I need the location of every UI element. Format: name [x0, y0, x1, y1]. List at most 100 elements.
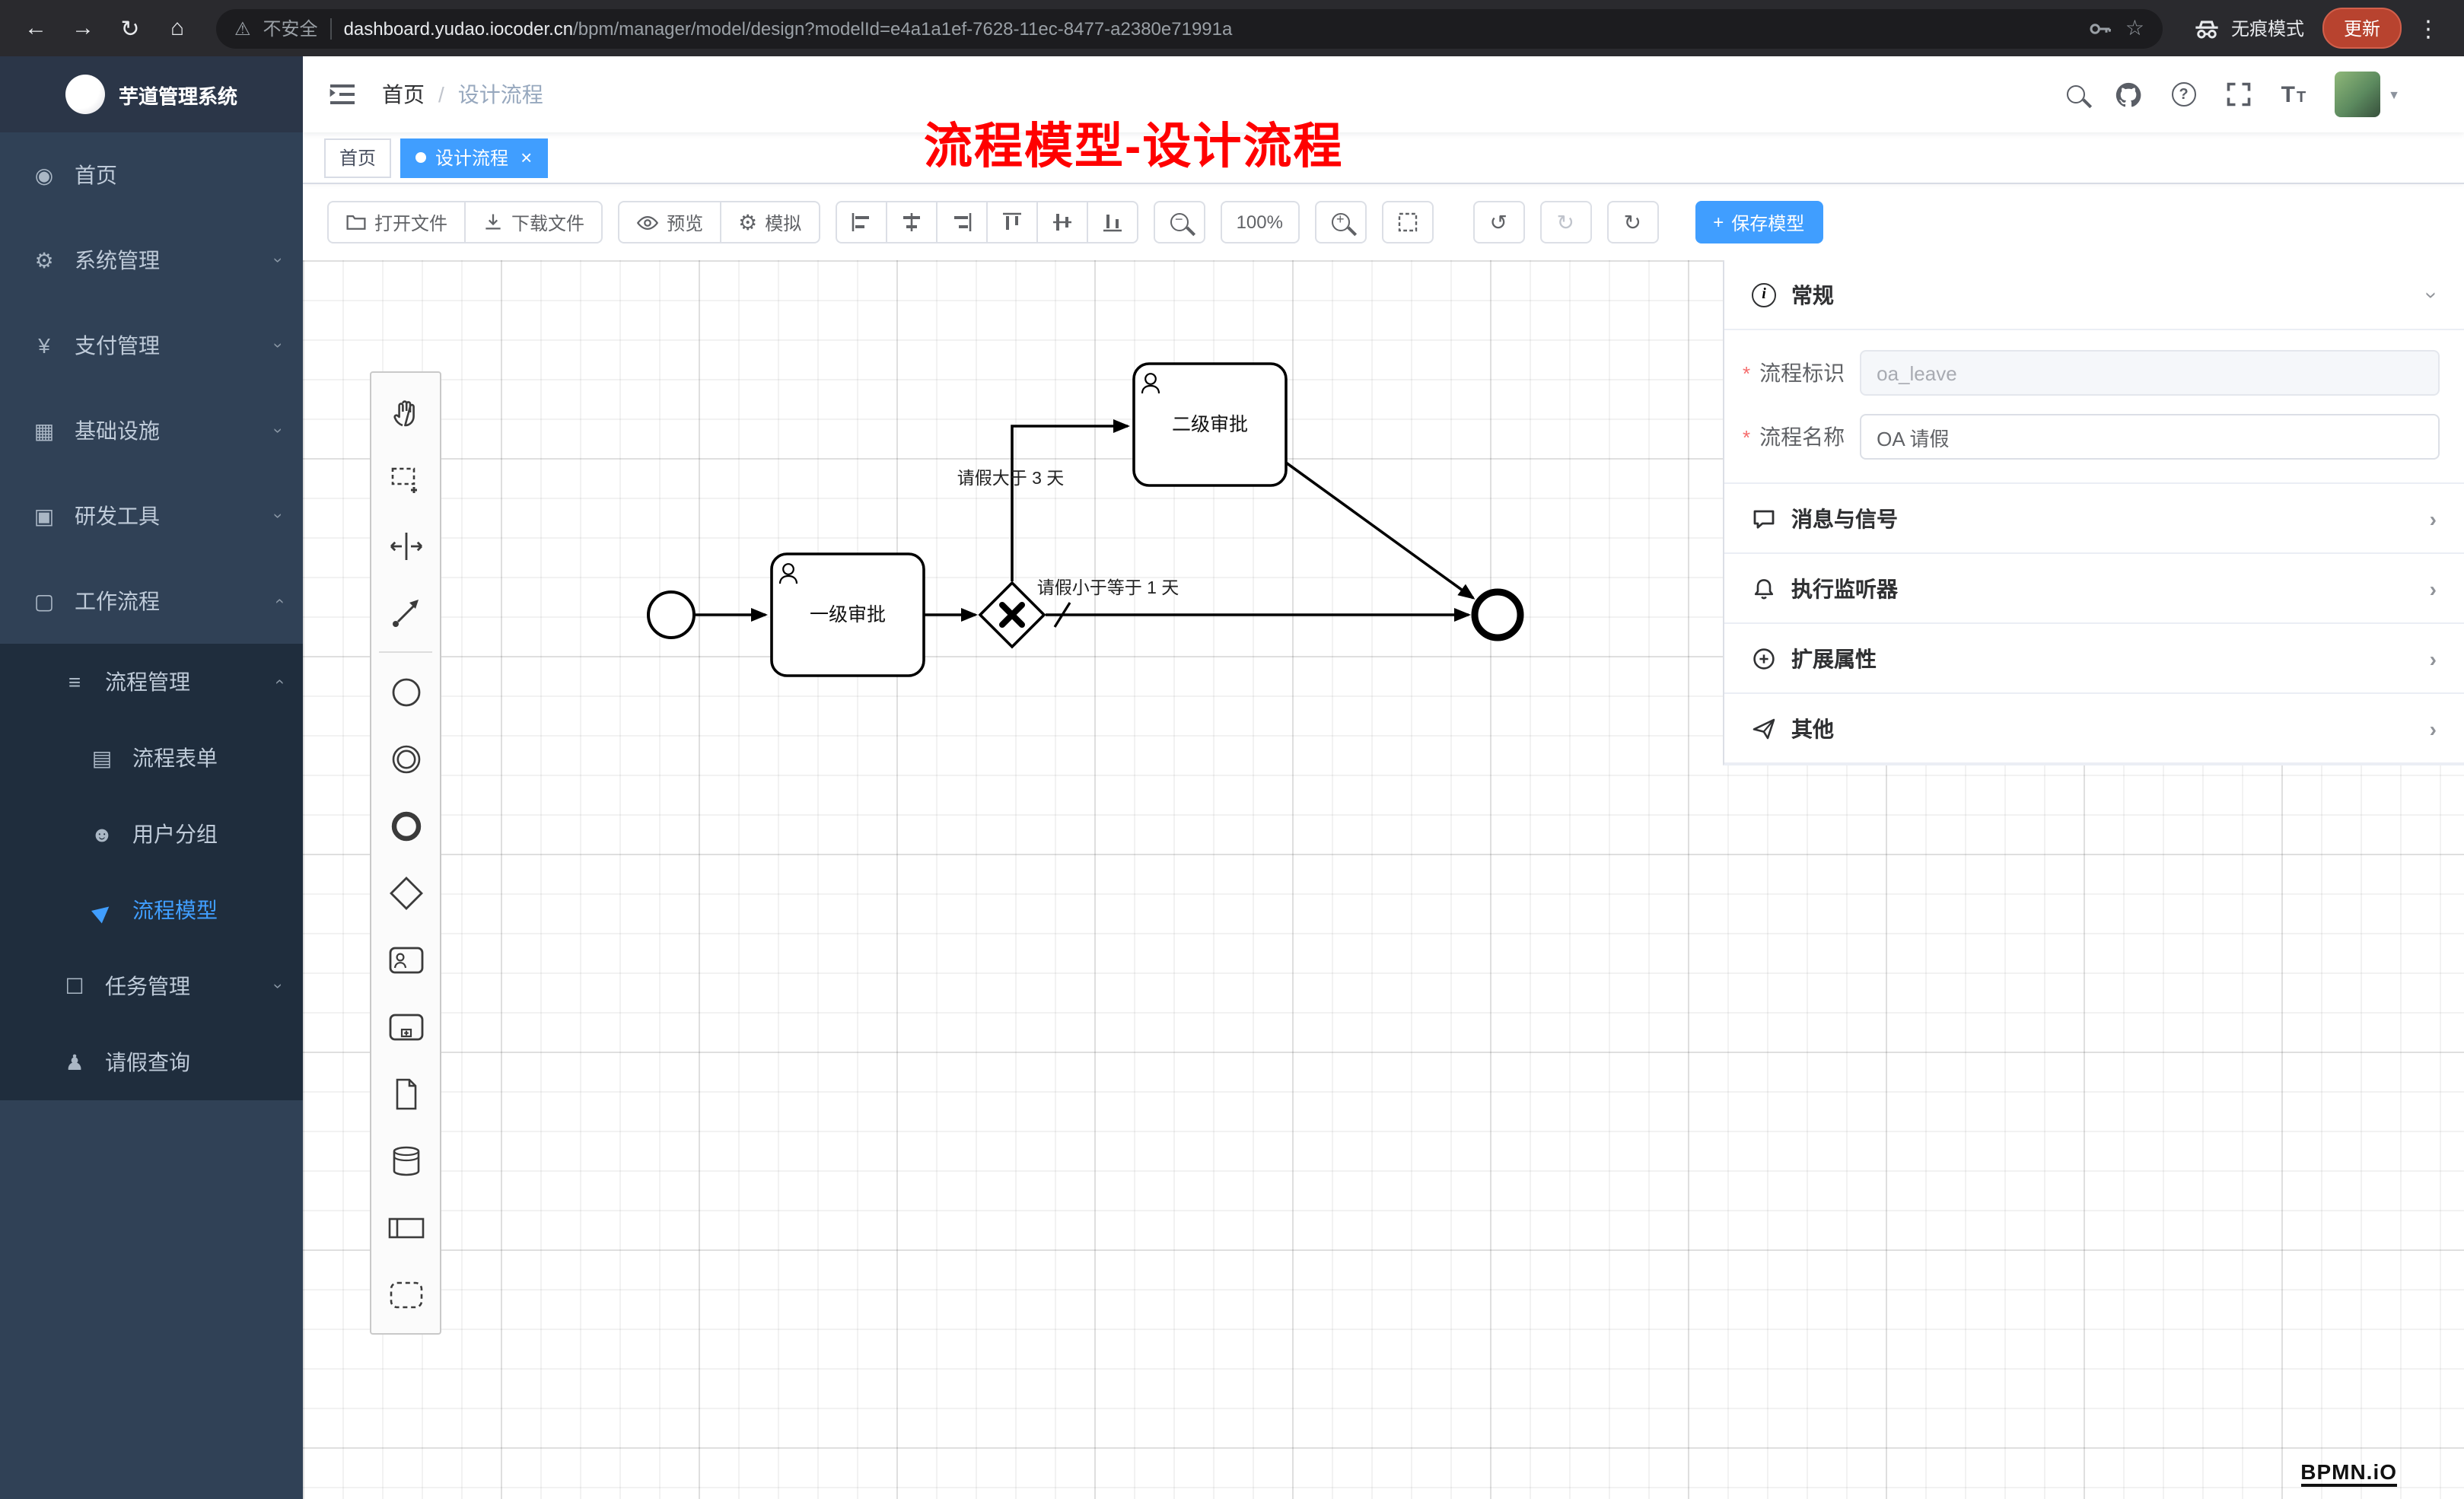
align-top-button[interactable]	[985, 201, 1038, 243]
palette-user-task[interactable]	[374, 927, 437, 992]
align-right-button[interactable]	[935, 201, 988, 243]
file-button-group: 打开文件 下载文件	[327, 201, 603, 243]
section-execution-listener[interactable]: 执行监听器 ›	[1724, 554, 2464, 624]
save-model-button[interactable]: + 保存模型	[1695, 201, 1823, 243]
flow-gateway-to-task2[interactable]	[1011, 419, 1130, 581]
preview-button[interactable]: 预览	[618, 201, 722, 243]
palette-end-event[interactable]	[374, 793, 437, 858]
gear-icon: ⚙	[34, 247, 54, 272]
sidebar-item-process-model[interactable]: ▶ 流程模型	[0, 872, 303, 948]
redo-button[interactable]: ↻	[1539, 201, 1592, 243]
user-task-node-level1[interactable]: 一级审批	[770, 552, 925, 677]
sidebar-item-infrastructure[interactable]: ▦ 基础设施 ›	[0, 388, 303, 473]
security-chip-label[interactable]: 不安全	[263, 18, 318, 40]
breadcrumb-home[interactable]: 首页	[382, 82, 425, 107]
sidebar-item-user-group[interactable]: ☻ 用户分组	[0, 796, 303, 872]
align-left-button[interactable]	[835, 201, 887, 243]
exclusive-gateway-node[interactable]	[978, 581, 1046, 649]
sidebar-item-workflow[interactable]: ▢ 工作流程 ›	[0, 559, 303, 644]
palette-gateway[interactable]	[374, 860, 437, 925]
browser-update-button[interactable]: 更新	[2322, 8, 2402, 49]
simulate-button[interactable]: ⚙ 模拟	[720, 201, 820, 243]
align-bottom-button[interactable]	[1086, 201, 1138, 243]
sidebar-item-devtools[interactable]: ▣ 研发工具 ›	[0, 473, 303, 559]
sidebar-item-process-management[interactable]: ≡ 流程管理 ›	[0, 644, 303, 720]
home-icon[interactable]: ⌂	[170, 15, 185, 41]
start-event-node[interactable]	[647, 590, 696, 639]
user-menu[interactable]: ▼	[2335, 72, 2400, 117]
search-icon[interactable]	[2066, 85, 2085, 103]
tab-design-process[interactable]: 设计流程 ×	[400, 138, 548, 177]
process-key-input[interactable]	[1860, 350, 2440, 396]
zoom-reset-button[interactable]	[1381, 201, 1434, 243]
palette-lasso-tool[interactable]	[374, 446, 437, 511]
open-file-button[interactable]: 打开文件	[327, 201, 466, 243]
tab-home[interactable]: 首页	[324, 138, 392, 177]
reload-icon[interactable]: ↻	[120, 16, 140, 42]
palette-data-object[interactable]	[374, 1061, 437, 1126]
palette-group[interactable]	[374, 1262, 437, 1327]
section-extended-attributes[interactable]: 扩展属性 ›	[1724, 624, 2464, 694]
user-task-node-level2[interactable]: 二级审批	[1132, 362, 1288, 487]
task1-label: 一级审批	[810, 604, 886, 625]
back-icon[interactable]: ←	[24, 15, 47, 41]
palette-data-store[interactable]	[374, 1128, 437, 1193]
navbar-actions: ? T T ▼	[2066, 72, 2440, 117]
sidebar-collapse-icon[interactable]	[327, 79, 358, 110]
align-middle-button[interactable]	[1036, 201, 1088, 243]
palette-start-event[interactable]	[374, 659, 437, 724]
intermediate-event-icon	[391, 744, 420, 773]
palette-participant[interactable]	[374, 1195, 437, 1260]
download-file-button[interactable]: 下载文件	[464, 201, 603, 243]
bpmnio-logo[interactable]: BPMN.iO	[2300, 1459, 2397, 1487]
github-icon[interactable]	[2114, 80, 2143, 109]
refresh-icon: ↻	[1623, 210, 1641, 234]
fullscreen-icon[interactable]	[2225, 81, 2252, 108]
palette-separator	[379, 651, 432, 653]
person-icon: ♟	[65, 1049, 84, 1074]
end-event-node[interactable]	[1471, 588, 1524, 641]
send-icon	[1752, 718, 1775, 739]
process-name-input[interactable]	[1860, 414, 2440, 460]
sidebar-item-process-form[interactable]: ▤ 流程表单	[0, 720, 303, 796]
forward-icon[interactable]: →	[72, 15, 94, 41]
app-logo[interactable]: 芋道管理系统	[0, 56, 303, 132]
restart-button[interactable]: ↻	[1606, 201, 1659, 243]
undo-button[interactable]: ↺	[1472, 201, 1525, 243]
sidebar-item-payment[interactable]: ¥ 支付管理 ›	[0, 303, 303, 388]
flow-task2-to-end[interactable]	[1285, 461, 1476, 600]
palette-intermediate-event[interactable]	[374, 726, 437, 791]
palette-connect-tool[interactable]	[374, 580, 437, 645]
zoom-in-button[interactable]: +	[1314, 201, 1367, 243]
align-center-horizontal-button[interactable]	[885, 201, 938, 243]
info-icon: i	[1752, 282, 1776, 307]
section-other[interactable]: 其他 ›	[1724, 694, 2464, 764]
sidebar-item-task-management[interactable]: ☐ 任务管理 ›	[0, 948, 303, 1024]
end-event-icon	[390, 810, 421, 841]
key-icon[interactable]	[2089, 16, 2113, 40]
bpmn-diagram[interactable]: 请假大于 3 天 请假小于等于 1 天 一级审批	[303, 260, 2464, 1499]
properties-panel: i 常规 › * 流程标识 * 流程名称	[1723, 260, 2464, 765]
bookmark-star-icon[interactable]: ☆	[2125, 15, 2144, 40]
palette-space-tool[interactable]	[374, 513, 437, 578]
sidebar-item-label: 流程表单	[132, 746, 218, 770]
url-bar[interactable]: ⚠ 不安全 dashboard.yudao.iocoder.cn/bpm/man…	[216, 8, 2163, 48]
avatar[interactable]	[2335, 72, 2381, 117]
section-messages-signals[interactable]: 消息与信号 ›	[1724, 484, 2464, 554]
sidebar-item-system[interactable]: ⚙ 系统管理 ›	[0, 218, 303, 303]
edge-label-le1day[interactable]: 请假小于等于 1 天	[1037, 578, 1179, 597]
browser-menu-icon[interactable]: ⋮	[2417, 16, 2440, 42]
palette-subprocess[interactable]	[374, 994, 437, 1059]
sidebar-item-home[interactable]: ◉ 首页	[0, 132, 303, 218]
close-icon[interactable]: ×	[520, 146, 533, 169]
section-title: 常规	[1791, 282, 1834, 307]
edge-label-gt3days[interactable]: 请假大于 3 天	[957, 468, 1065, 488]
zoom-out-button[interactable]: −	[1153, 201, 1205, 243]
sidebar-item-leave-query[interactable]: ♟ 请假查询	[0, 1024, 303, 1100]
sidebar-item-label: 首页	[75, 163, 117, 187]
align-center-horizontal-icon	[903, 213, 920, 231]
palette-hand-tool[interactable]	[374, 379, 437, 444]
section-general[interactable]: i 常规 ›	[1724, 260, 2464, 330]
font-size-icon[interactable]: T T	[2281, 83, 2306, 106]
help-icon[interactable]: ?	[2171, 82, 2196, 107]
